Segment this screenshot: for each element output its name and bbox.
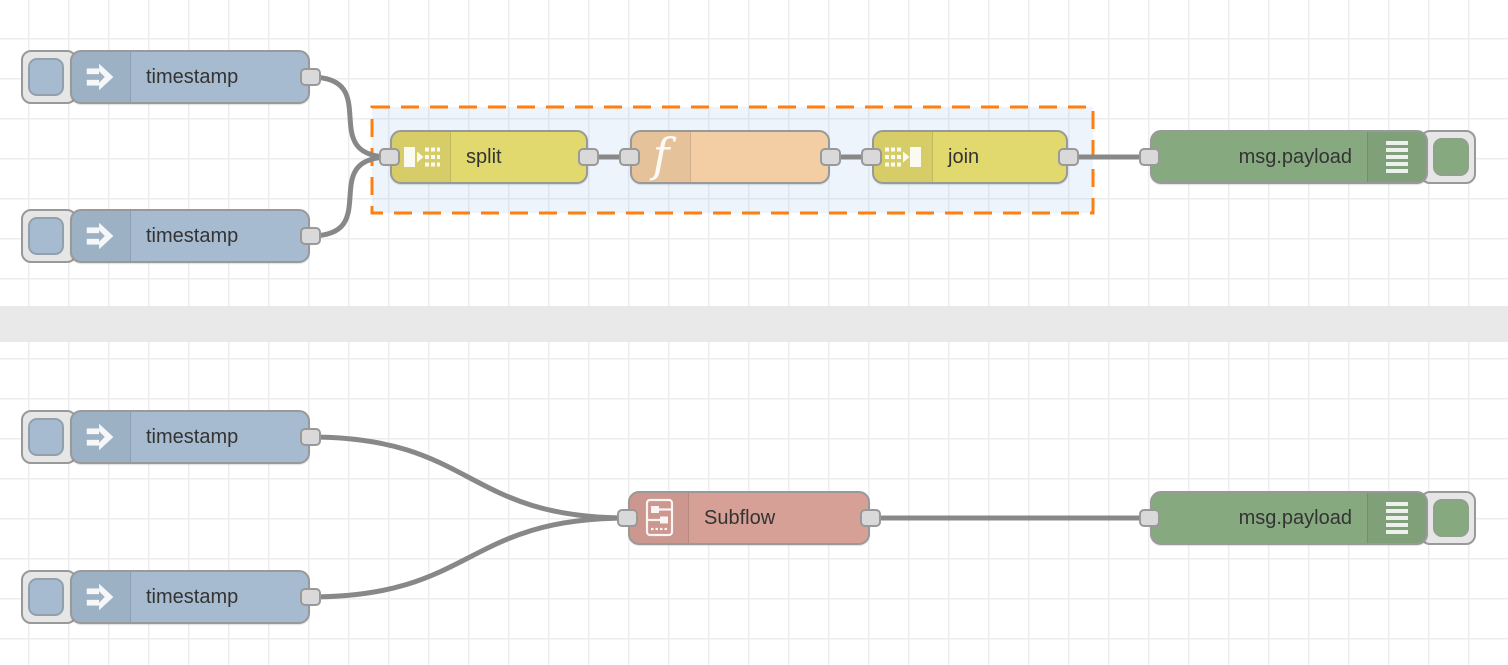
wire-inject3-subflow[interactable] xyxy=(307,434,631,521)
input-port[interactable] xyxy=(379,148,400,166)
inject-button-inner xyxy=(28,217,64,255)
output-port[interactable] xyxy=(300,428,321,446)
output-port[interactable] xyxy=(820,148,841,166)
subflow-icon xyxy=(630,493,689,543)
flow-divider xyxy=(0,306,1508,342)
output-port[interactable] xyxy=(578,148,599,166)
debug-list-icon xyxy=(1367,132,1426,182)
node-body[interactable]: f xyxy=(630,130,830,184)
node-split[interactable]: split xyxy=(379,130,599,184)
split-icon xyxy=(392,132,451,182)
node-label: timestamp xyxy=(146,425,239,448)
debug-list-icon xyxy=(1367,493,1426,543)
inject-arrow-icon xyxy=(72,412,131,462)
join-icon xyxy=(874,132,933,182)
node-body[interactable]: timestamp xyxy=(70,209,310,263)
node-body[interactable]: Subflow xyxy=(628,491,870,545)
node-body[interactable]: msg.payload xyxy=(1150,130,1428,184)
node-inject-4[interactable]: timestamp xyxy=(21,570,321,624)
function-icon: f xyxy=(632,132,691,182)
node-join[interactable]: join xyxy=(861,130,1079,184)
debug-toggle-button[interactable] xyxy=(1420,491,1476,545)
input-port[interactable] xyxy=(1139,509,1160,527)
inject-button[interactable] xyxy=(21,410,77,464)
input-port[interactable] xyxy=(861,148,882,166)
node-label xyxy=(691,132,828,182)
function-glyph: f xyxy=(652,128,670,182)
node-body[interactable]: timestamp xyxy=(70,50,310,104)
node-inject-1[interactable]: timestamp xyxy=(21,50,321,104)
output-port[interactable] xyxy=(860,509,881,527)
debug-toggle-inner xyxy=(1433,138,1469,176)
node-body[interactable]: timestamp xyxy=(70,410,310,464)
inject-button[interactable] xyxy=(21,209,77,263)
output-port[interactable] xyxy=(300,227,321,245)
node-label: msg.payload xyxy=(1238,145,1352,168)
debug-toggle-button[interactable] xyxy=(1420,130,1476,184)
inject-button-inner xyxy=(28,418,64,456)
wire-inject1-split[interactable] xyxy=(307,74,393,160)
inject-arrow-icon xyxy=(72,52,131,102)
inject-button[interactable] xyxy=(21,50,77,104)
output-port[interactable] xyxy=(1058,148,1079,166)
node-inject-2[interactable]: timestamp xyxy=(21,209,321,263)
inject-arrow-icon xyxy=(72,211,131,261)
node-label: Subflow xyxy=(704,506,776,529)
inject-button-inner xyxy=(28,578,64,616)
debug-toggle-inner xyxy=(1433,499,1469,537)
node-function[interactable]: f xyxy=(619,130,841,184)
node-body[interactable]: msg.payload xyxy=(1150,491,1428,545)
node-subflow[interactable]: Subflow xyxy=(617,491,881,545)
node-inject-3[interactable]: timestamp xyxy=(21,410,321,464)
node-body[interactable]: timestamp xyxy=(70,570,310,624)
node-debug-1[interactable]: msg.payload xyxy=(1139,130,1476,184)
node-label: timestamp xyxy=(146,65,239,88)
output-port[interactable] xyxy=(300,68,321,86)
node-label: msg.payload xyxy=(1238,506,1352,529)
node-label: join xyxy=(948,145,980,168)
inject-button[interactable] xyxy=(21,570,77,624)
node-label: timestamp xyxy=(146,585,239,608)
wire-inject2-split[interactable] xyxy=(307,154,393,239)
node-debug-2[interactable]: msg.payload xyxy=(1139,491,1476,545)
input-port[interactable] xyxy=(1139,148,1160,166)
node-body[interactable]: join xyxy=(872,130,1068,184)
node-body[interactable]: split xyxy=(390,130,588,184)
node-label: timestamp xyxy=(146,224,239,247)
wire-inject4-subflow[interactable] xyxy=(307,515,631,600)
inject-arrow-icon xyxy=(72,572,131,622)
input-port[interactable] xyxy=(617,509,638,527)
node-label: split xyxy=(466,145,502,168)
inject-button-inner xyxy=(28,58,64,96)
output-port[interactable] xyxy=(300,588,321,606)
input-port[interactable] xyxy=(619,148,640,166)
